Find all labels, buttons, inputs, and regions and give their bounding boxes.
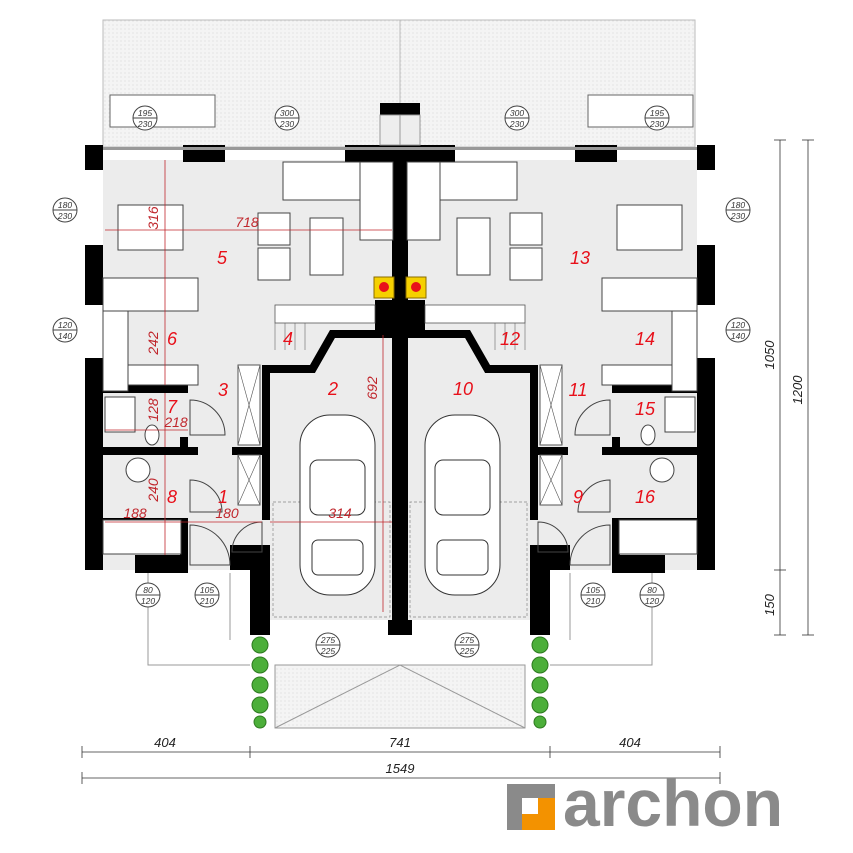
sunbed-left [109,94,216,128]
opening-width: 275 [320,635,335,645]
opening-height: 230 [730,211,745,221]
opening-height: 230 [279,119,294,129]
logo-text: archon [563,766,783,840]
room-5: 5 [217,248,228,268]
dim-218: 218 [163,414,188,430]
opening-width: 105 [586,585,600,595]
opening-height: 210 [199,596,214,606]
opening-width: 300 [280,108,294,118]
right-unit [399,102,716,729]
room-11: 11 [569,380,588,400]
opening-width: 275 [459,635,474,645]
room-3: 3 [218,380,228,400]
dim-height-total: 1200 [790,375,805,405]
opening-width: 195 [650,108,664,118]
dim-128: 128 [145,398,161,422]
dim-height-main: 1050 [762,340,777,370]
opening-height: 225 [459,646,474,656]
dim-242: 242 [145,331,161,356]
room-9: 9 [573,487,583,507]
opening-height: 140 [58,331,72,341]
dim-total-width: 1549 [386,761,415,776]
dim-180: 180 [215,505,239,521]
dim-left-width: 404 [154,735,176,750]
opening-width: 300 [510,108,524,118]
room-2: 2 [327,379,338,399]
dim-718: 718 [235,214,259,230]
opening-width: 180 [58,200,72,210]
opening-height: 120 [141,596,155,606]
room-15: 15 [635,399,656,419]
dim-692: 692 [364,376,380,400]
left-unit [84,102,401,729]
room-13: 13 [570,248,590,268]
opening-width: 120 [731,320,745,330]
dim-height-porch: 150 [762,593,777,615]
dim-middle-width: 741 [389,735,411,750]
opening-height: 120 [645,596,659,606]
opening-width: 180 [731,200,745,210]
opening-width: 120 [58,320,72,330]
opening-height: 230 [649,119,664,129]
opening-width: 195 [138,108,152,118]
room-16: 16 [635,487,656,507]
room-12: 12 [500,329,520,349]
opening-width: 105 [200,585,214,595]
opening-height: 210 [585,596,600,606]
opening-width: 80 [647,585,657,595]
opening-height: 230 [57,211,72,221]
dim-right-width: 404 [619,735,641,750]
opening-height: 230 [137,119,152,129]
dim-314: 314 [328,505,352,521]
opening-height: 140 [731,331,745,341]
opening-width: 80 [143,585,153,595]
dim-188: 188 [123,505,147,521]
room-8: 8 [167,487,177,507]
room-4: 4 [283,329,293,349]
dim-240: 240 [145,478,161,503]
driveway [274,664,526,729]
room-1: 1 [218,487,228,507]
room-14: 14 [635,329,655,349]
dim-316: 316 [145,206,161,230]
room-7: 7 [167,397,178,417]
opening-height: 225 [320,646,335,656]
opening-height: 230 [509,119,524,129]
archon-logo: archon [507,766,783,840]
room-10: 10 [453,379,473,399]
room-6: 6 [167,329,178,349]
sunbed-right [587,94,694,128]
